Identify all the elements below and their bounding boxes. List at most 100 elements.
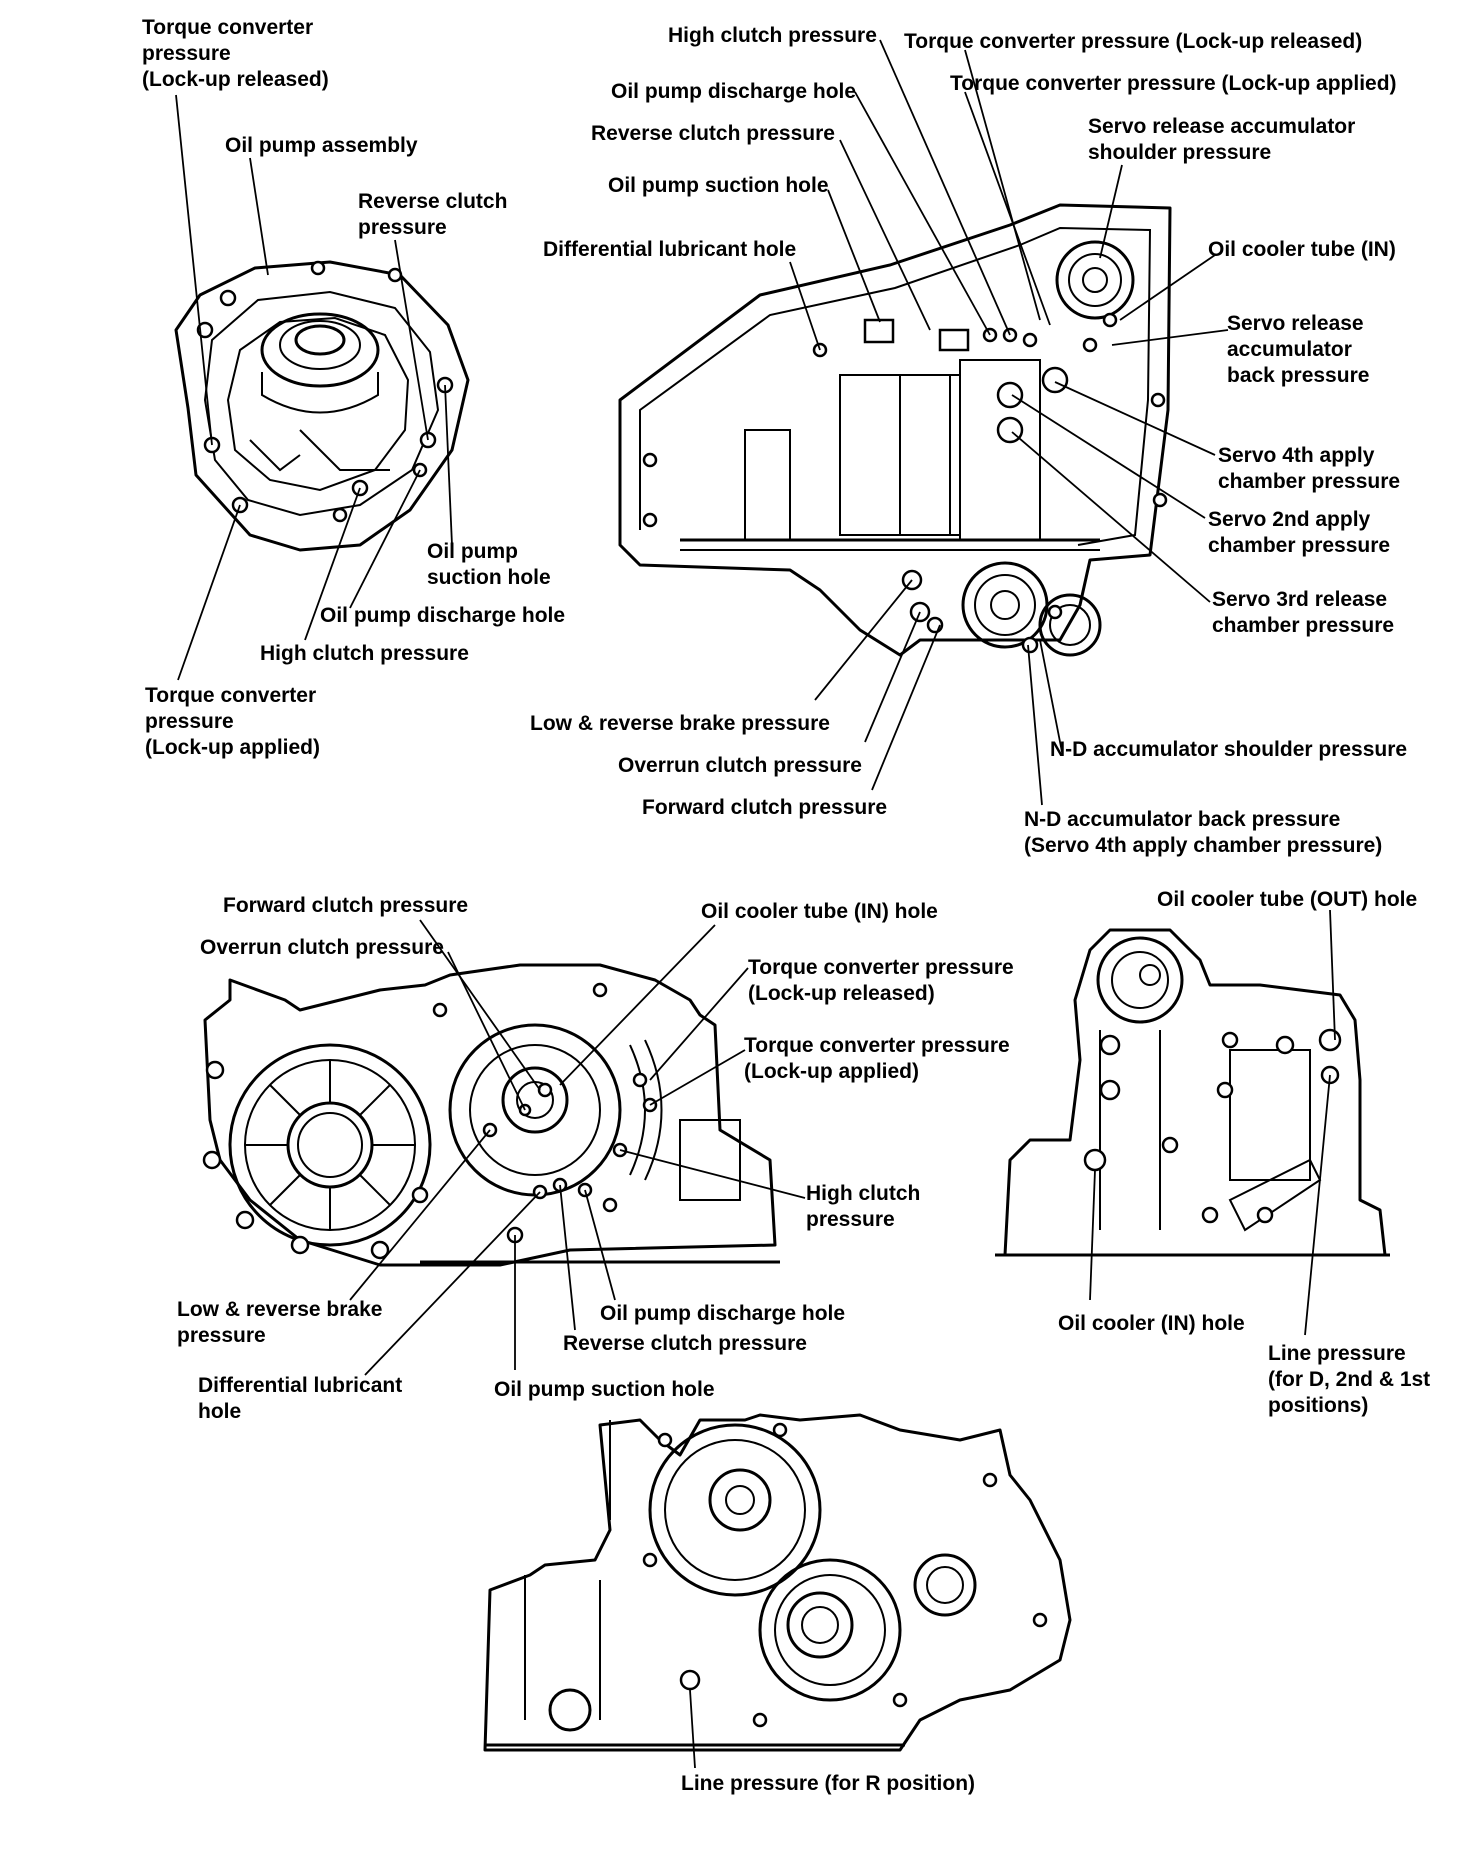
label-ml-oil-cooler-tube-in-hole: Oil cooler tube (IN) hole — [701, 900, 938, 923]
label-line: Torque converter pressure — [744, 1034, 1010, 1057]
label-line: chamber pressure — [1212, 614, 1394, 637]
label-line: N-D accumulator shoulder pressure — [1050, 738, 1407, 761]
label-line: High clutch — [806, 1182, 920, 1205]
label-line: accumulator — [1227, 338, 1352, 361]
case-side-view-drawing — [202, 963, 780, 1267]
callout-labels: Torque converter pressure (Lock-up release… — [142, 16, 1430, 1795]
label-line: Servo release — [1227, 312, 1364, 335]
label-line: Torque converter — [142, 16, 313, 39]
label-line: chamber pressure — [1218, 470, 1400, 493]
label-line: (Lock-up applied) — [744, 1060, 919, 1083]
label-line: Line pressure (for R position) — [681, 1772, 975, 1795]
label-line: back pressure — [1227, 364, 1369, 387]
case-bottom-view-drawing — [483, 1413, 1072, 1752]
label-line: Oil pump suction hole — [608, 174, 829, 197]
label-line: Reverse clutch pressure — [563, 1332, 807, 1355]
label-ml-overrun-clutch: Overrun clutch pressure — [200, 936, 444, 959]
label-line: Servo 2nd apply — [1208, 508, 1371, 531]
label-ml-reverse-clutch: Reverse clutch pressure — [563, 1332, 807, 1355]
label-tr-nd-back: N-D accumulator back pressure (Servo 4th … — [1024, 808, 1382, 857]
label-line: pressure — [145, 710, 234, 733]
label-tr-oil-cooler-tube-in: Oil cooler tube (IN) — [1208, 238, 1396, 261]
label-line: Oil pump discharge hole — [611, 80, 856, 103]
label-ml-forward-clutch: Forward clutch pressure — [223, 894, 468, 917]
label-line: Servo release accumulator — [1088, 115, 1355, 138]
label-line: Reverse clutch — [358, 190, 507, 213]
label-line: (Servo 4th apply chamber pressure) — [1024, 834, 1382, 857]
label-line: (Lock-up released) — [748, 982, 935, 1005]
case-end-view-drawing — [995, 928, 1390, 1257]
label-tr-servo-release-shoulder: Servo release accumulator shoulder pressu… — [1088, 115, 1355, 164]
label-tl-tc-applied: Torque converter pressure (Lock-up applied… — [145, 684, 320, 759]
label-line: Forward clutch pressure — [642, 796, 887, 819]
label-line: (Lock-up released) — [142, 68, 329, 91]
label-line: Forward clutch pressure — [223, 894, 468, 917]
label-line: High clutch pressure — [260, 642, 469, 665]
label-line: N-D accumulator back pressure — [1024, 808, 1340, 831]
label-line: Oil cooler tube (IN) hole — [701, 900, 938, 923]
label-tr-forward-clutch: Forward clutch pressure — [642, 796, 887, 819]
label-tl-oil-pump-discharge: Oil pump discharge hole — [320, 604, 565, 627]
label-line: (Lock-up applied) — [145, 736, 320, 759]
label-line: Overrun clutch pressure — [200, 936, 444, 959]
oil-pump-assembly-drawing — [174, 260, 470, 552]
label-line: Oil cooler tube (OUT) hole — [1157, 888, 1417, 911]
label-tr-servo-4th-apply: Servo 4th apply chamber pressure — [1218, 444, 1400, 493]
label-tr-nd-shoulder: N-D accumulator shoulder pressure — [1050, 738, 1407, 761]
label-ml-high-clutch: High clutch pressure — [806, 1182, 920, 1231]
label-tr-oil-pump-suction: Oil pump suction hole — [608, 174, 829, 197]
label-ml-oil-pump-suction: Oil pump suction hole — [494, 1378, 715, 1401]
label-tr-high-clutch: High clutch pressure — [668, 24, 877, 47]
label-line: chamber pressure — [1208, 534, 1390, 557]
label-line: Differential lubricant hole — [543, 238, 796, 261]
label-line: Servo 3rd release — [1212, 588, 1387, 611]
label-tr-oil-pump-discharge: Oil pump discharge hole — [611, 80, 856, 103]
label-tr-tc-applied: Torque converter pressure (Lock-up appli… — [950, 72, 1397, 95]
label-tr-low-reverse-brake: Low & reverse brake pressure — [530, 712, 830, 735]
label-ml-tc-applied: Torque converter pressure (Lock-up applie… — [744, 1034, 1010, 1083]
label-line: Oil pump suction hole — [494, 1378, 715, 1401]
label-line: Reverse clutch pressure — [591, 122, 835, 145]
label-mr-oil-cooler-tube-out: Oil cooler tube (OUT) hole — [1157, 888, 1417, 911]
label-tl-reverse-clutch: Reverse clutch pressure — [358, 190, 507, 239]
label-ml-oil-pump-discharge: Oil pump discharge hole — [600, 1302, 845, 1325]
label-line: (for D, 2nd & 1st — [1268, 1368, 1430, 1391]
label-tr-diff-lubricant: Differential lubricant hole — [543, 238, 796, 261]
label-line: Oil pump discharge hole — [600, 1302, 845, 1325]
label-line: Oil cooler tube (IN) — [1208, 238, 1396, 261]
leader-lines — [175, 39, 1336, 1769]
label-line: Overrun clutch pressure — [618, 754, 862, 777]
label-line: shoulder pressure — [1088, 141, 1271, 164]
label-line: Line pressure — [1268, 1342, 1406, 1365]
transmission-case-drawing — [618, 203, 1172, 657]
label-line: pressure — [358, 216, 447, 239]
label-line: Oil pump assembly — [225, 134, 418, 157]
label-line: Torque converter pressure — [748, 956, 1014, 979]
label-tr-servo-release-back: Servo release accumulator back pressure — [1227, 312, 1369, 387]
label-line: Torque converter — [145, 684, 316, 707]
label-tr-overrun-clutch: Overrun clutch pressure — [618, 754, 862, 777]
label-mr-oil-cooler-in-hole: Oil cooler (IN) hole — [1058, 1312, 1245, 1335]
label-tr-tc-released: Torque converter pressure (Lock-up relea… — [904, 30, 1362, 53]
label-tl-tc-released: Torque converter pressure (Lock-up release… — [142, 16, 329, 91]
label-line: hole — [198, 1400, 241, 1423]
label-line: Low & reverse brake — [177, 1298, 382, 1321]
label-ml-low-reverse-brake: Low & reverse brake pressure — [177, 1298, 382, 1347]
label-line: Servo 4th apply — [1218, 444, 1375, 467]
label-line: Torque converter pressure (Lock-up appli… — [950, 72, 1397, 95]
label-line: pressure — [806, 1208, 895, 1231]
label-line: Oil pump — [427, 540, 518, 563]
label-line: pressure — [177, 1324, 266, 1347]
label-tr-reverse-clutch: Reverse clutch pressure — [591, 122, 835, 145]
label-line: pressure — [142, 42, 231, 65]
label-line: Torque converter pressure (Lock-up relea… — [904, 30, 1362, 53]
label-tr-servo-2nd-apply: Servo 2nd apply chamber pressure — [1208, 508, 1390, 557]
label-line: Low & reverse brake pressure — [530, 712, 830, 735]
label-ml-tc-released: Torque converter pressure (Lock-up releas… — [748, 956, 1014, 1005]
label-bot-line-pressure-r: Line pressure (for R position) — [681, 1772, 975, 1795]
